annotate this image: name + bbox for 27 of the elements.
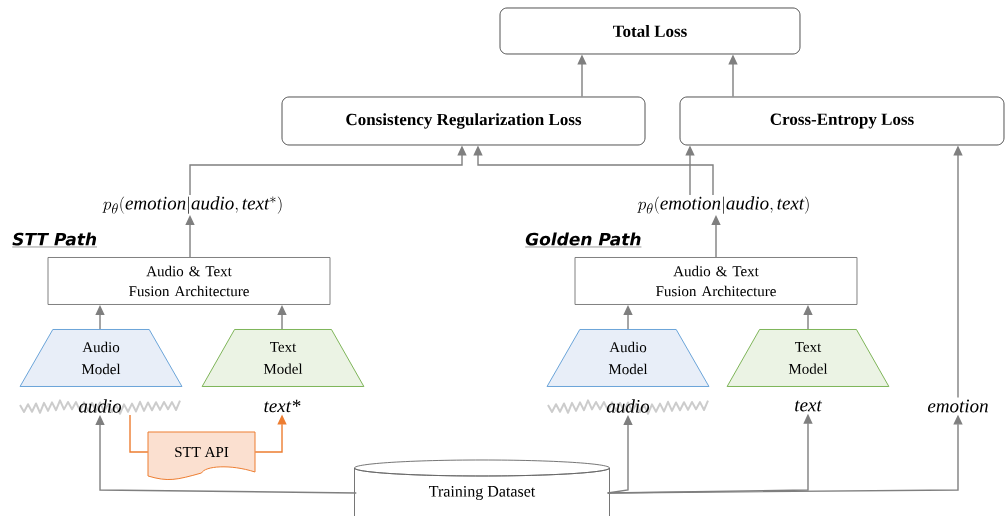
input-label: text* [264, 399, 301, 413]
fusion-box: Audio & Text Fusion Architecture [47, 257, 331, 305]
probability-formula: $p_{\theta}(\mathit{emotion}|\mathit{audio},\mathit{text}^{*})$ [102, 196, 282, 214]
arrow [803, 305, 813, 330]
arrow [185, 215, 195, 258]
arrow [95, 305, 105, 330]
text-model-trapezoid: Text Model [201, 329, 365, 387]
path-heading: Golden Path [525, 232, 642, 248]
database-cylinder: Training Dataset [354, 459, 610, 516]
arrow [711, 215, 721, 258]
probability-formula: $p_{\theta}(\mathit{emotion}|\mathit{audio},\mathit{text})$ [637, 196, 809, 214]
loss-box: Cross-Entropy Loss [679, 96, 1005, 146]
arrow [623, 305, 633, 330]
audio-model-trapezoid: Audio Model [19, 329, 183, 387]
input-label: text [795, 400, 823, 412]
arrow [129, 414, 149, 453]
input-label: audio [606, 399, 650, 413]
arrow [277, 305, 287, 330]
text-model-trapezoid: Text Model [726, 329, 890, 387]
input-label: audio [78, 399, 122, 413]
input-label: emotion [927, 399, 988, 413]
path-heading: STT Path [12, 232, 98, 248]
loss-box: Consistency Regularization Loss [281, 96, 646, 146]
audio-model-trapezoid: Audio Model [546, 329, 710, 387]
fusion-box: Audio & Text Fusion Architecture [574, 257, 858, 305]
loss-box: Total Loss [499, 7, 801, 55]
document-box: STT API [147, 431, 256, 481]
